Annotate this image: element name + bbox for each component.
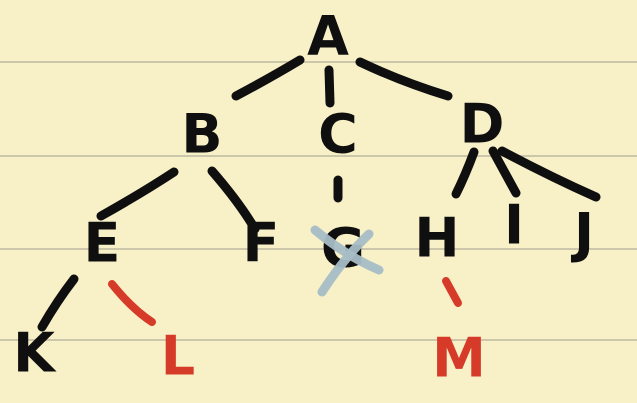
- node-l: L: [161, 325, 195, 388]
- node-label-c: C: [318, 103, 358, 166]
- edge-d-j: [497, 146, 601, 202]
- node-label-l: L: [161, 325, 195, 388]
- edge-a-d: [355, 57, 453, 101]
- node-m: M: [432, 327, 486, 390]
- edge-d-i: [488, 146, 521, 198]
- edge-a-b: [231, 55, 305, 101]
- edge-h-m: [442, 277, 462, 307]
- cross-out-stroke-2: [317, 229, 374, 297]
- node-e: E: [84, 212, 121, 275]
- node-label-d: D: [460, 93, 505, 156]
- annotation-marks: [310, 225, 384, 297]
- node-label-m: M: [432, 327, 486, 390]
- notebook-lines: [0, 61, 637, 341]
- node-j: J: [570, 202, 594, 265]
- node-label-e: E: [84, 212, 121, 275]
- node-label-f: F: [243, 212, 280, 275]
- node-b: B: [181, 103, 222, 166]
- edge-d-h: [451, 147, 479, 199]
- node-c: C: [318, 103, 358, 166]
- node-label-k: K: [13, 322, 57, 385]
- edge-a-c: [324, 65, 335, 108]
- node-label-h: H: [414, 207, 459, 270]
- edge-b-f: [207, 166, 260, 234]
- node-label-a: A: [307, 5, 349, 68]
- node-label-j: J: [570, 202, 594, 265]
- node-h: H: [414, 207, 459, 270]
- edge-e-l: [108, 280, 156, 326]
- node-label-b: B: [181, 103, 222, 166]
- node-f: F: [243, 212, 280, 275]
- edge-b-e: [96, 167, 179, 221]
- node-a: A: [307, 5, 349, 68]
- node-k: K: [13, 322, 57, 385]
- node-label-i: I: [504, 194, 524, 257]
- node-i: I: [504, 194, 524, 257]
- edge-e-k: [37, 274, 79, 332]
- tree-edges: [37, 55, 601, 332]
- node-d: D: [460, 93, 505, 156]
